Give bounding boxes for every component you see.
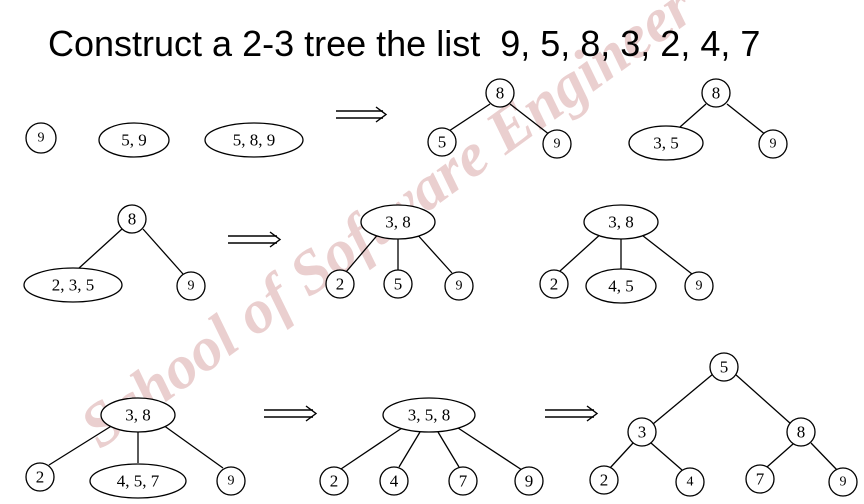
page-title: Construct a 2-3 tree the list 9, 5, 8, 3…: [48, 23, 760, 64]
node-label: 8: [797, 423, 806, 442]
tree-insert-4: 3, 8 2 4, 5 9: [539, 204, 714, 304]
node-label: 2: [36, 468, 45, 487]
node-label: 9: [554, 137, 561, 152]
node-label: 3, 8: [125, 406, 151, 425]
node-label: 5, 8, 9: [233, 131, 276, 150]
node-label: 9: [188, 279, 195, 294]
node-label: 2: [336, 275, 345, 294]
node-label: 3: [638, 423, 647, 442]
node-label: 7: [756, 470, 765, 489]
node-label: 3, 8: [608, 213, 634, 232]
arrow-icon: [545, 405, 599, 422]
node-label: 3, 8: [385, 213, 411, 232]
node-label: 7: [459, 472, 468, 491]
tree-insert-2: 8 2, 3, 5 9: [23, 204, 206, 303]
tree-final: 5 3 8 2 4 7 9: [589, 352, 858, 497]
node-label: 2: [600, 471, 609, 490]
step-single-node: 9: [25, 122, 57, 154]
node-label: 8: [128, 210, 137, 229]
arrow-icon: [336, 106, 388, 123]
node-label: 4: [687, 475, 694, 490]
node-label: 9: [38, 131, 45, 146]
node-label: 3, 5, 8: [408, 406, 451, 425]
node-label: 5: [394, 275, 403, 294]
tree-insert-3: 8 3, 5 9: [628, 78, 788, 161]
node-label: 2: [330, 472, 339, 491]
node-label: 3, 5: [653, 134, 679, 153]
node-label: 8: [712, 84, 721, 103]
node-label: 4, 5: [608, 277, 634, 296]
node-label: 5, 9: [121, 131, 147, 150]
arrow-icon: [228, 231, 282, 248]
node-label: 9: [456, 279, 463, 294]
tree-split-middle-up: 3, 5, 8 2 4 7 9: [319, 397, 544, 496]
tree-split-3-up: 3, 8 2 5 9: [325, 204, 474, 301]
node-label: 9: [228, 474, 235, 489]
step-three-key-node: 5, 8, 9: [204, 122, 304, 158]
node-label: 2: [550, 275, 559, 294]
arrow-icon: [264, 405, 318, 422]
node-label: 9: [525, 472, 534, 491]
node-label: 8: [496, 84, 505, 103]
node-label: 9: [696, 279, 703, 294]
node-label: 5: [720, 358, 729, 377]
node-label: 2, 3, 5: [52, 276, 95, 295]
tree-split-root-8: 8 5 9: [427, 78, 572, 159]
tree-insert-7: 3, 8 2 4, 5, 7 9: [25, 397, 246, 499]
step-two-key-node: 5, 9: [98, 122, 170, 158]
node-label: 5: [438, 133, 447, 152]
node-label: 4, 5, 7: [117, 472, 160, 491]
node-label: 9: [840, 475, 847, 490]
node-label: 4: [390, 472, 399, 491]
node-label: 9: [770, 137, 777, 152]
